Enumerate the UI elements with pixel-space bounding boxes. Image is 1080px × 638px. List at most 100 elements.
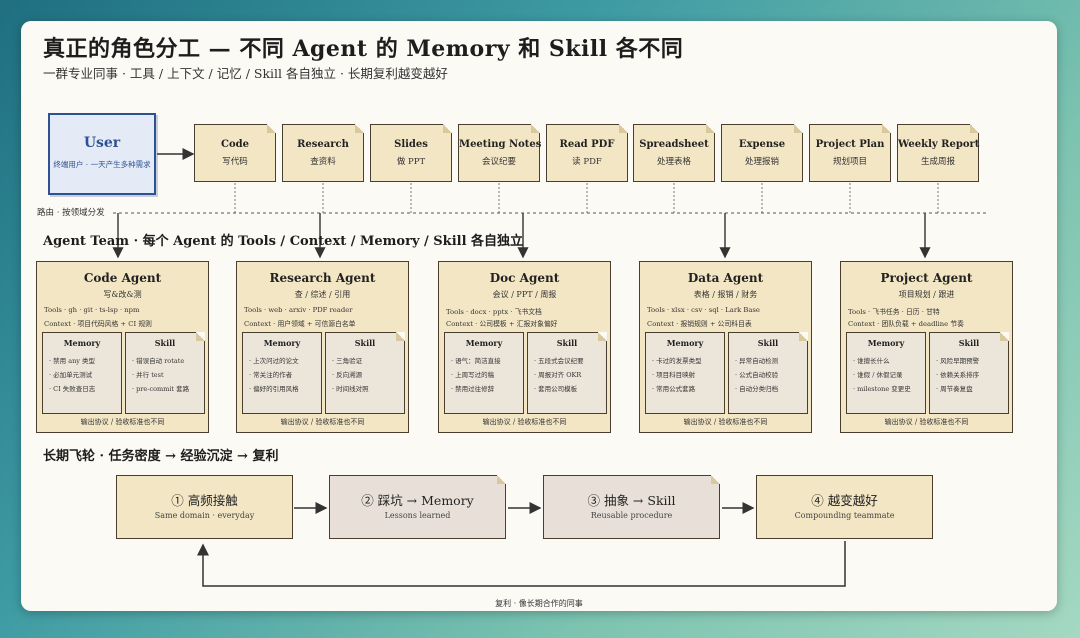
flywheel-title: 长期飞轮 · 任务密度 → 经验沉淀 → 复利 bbox=[43, 449, 279, 464]
memory-title: Memory bbox=[63, 338, 101, 348]
task-weekly-report: Weekly Report 生成周报 bbox=[897, 124, 979, 182]
skill-item: · pre-commit 套路 bbox=[132, 385, 190, 393]
memory-item: · CI 失败查日志 bbox=[49, 385, 96, 393]
memory-title: Memory bbox=[867, 338, 905, 348]
task-spreadsheet: Spreadsheet 处理表格 bbox=[633, 124, 715, 182]
task-title: Meeting Notes bbox=[459, 139, 542, 150]
agent-name: Project Agent bbox=[880, 271, 973, 285]
agent-card-doc: Doc Agent 会议 / PPT / 周报 Tools · docx · p… bbox=[438, 261, 611, 433]
agent-tools: Tools · gh · git · ts-lsp · npm bbox=[44, 306, 140, 314]
agent-tools: Tools · 飞书任务 · 日历 · 甘特 bbox=[848, 308, 940, 316]
skill-item: · 异常自动检测 bbox=[735, 357, 779, 365]
agent-name: Doc Agent bbox=[489, 271, 560, 285]
agent-role: 项目规划 / 跟进 bbox=[898, 290, 955, 299]
agent-context: Context · 报销规则 + 公司科目表 bbox=[647, 320, 752, 328]
memory-item: · 谁假 / 休假记录 bbox=[853, 371, 903, 379]
task-title: Project Plan bbox=[815, 139, 885, 150]
agent-footer: 输出协议 / 验收标准也不同 bbox=[80, 418, 165, 426]
agent-tools: Tools · xlsx · csv · sql · Lark Base bbox=[647, 306, 760, 314]
skill-item: · 套用公司模板 bbox=[534, 385, 578, 393]
task-sub: 处理表格 bbox=[656, 157, 691, 167]
agent-footer: 输出协议 / 验收标准也不同 bbox=[683, 418, 768, 426]
route-label: 路由 · 按领域分发 bbox=[37, 208, 105, 218]
step-title: ③ 抽象 → Skill bbox=[587, 493, 676, 508]
task-sub: 做 PPT bbox=[396, 157, 426, 167]
agent-tools: Tools · web · arxiv · PDF reader bbox=[244, 306, 353, 314]
page-title: 真正的角色分工 — 不同 Agent 的 Memory 和 Skill 各不同 bbox=[43, 36, 684, 62]
task-title: Weekly Report bbox=[898, 139, 980, 150]
skill-item: · 周报对齐 OKR bbox=[534, 371, 582, 379]
skill-item: · 三角验证 bbox=[332, 357, 363, 365]
task-meeting-notes: Meeting Notes 会议纪要 bbox=[458, 124, 542, 182]
task-title: Spreadsheet bbox=[639, 139, 709, 150]
task-project-plan: Project Plan 规划项目 bbox=[809, 124, 891, 182]
flywheel-step-high-frequency: ① 高频接触 Same domain · everyday bbox=[116, 475, 293, 539]
skill-item: · 自动分类归档 bbox=[735, 385, 779, 393]
step-title: ④ 越变越好 bbox=[811, 493, 878, 508]
flywheel-step-memory: ② 踩坑 → Memory Lessons learned bbox=[329, 475, 506, 539]
agent-role: 会议 / PPT / 周报 bbox=[492, 290, 557, 299]
task-title: Code bbox=[221, 139, 249, 150]
flywheel-step-compounding: ④ 越变越好 Compounding teammate bbox=[756, 475, 933, 539]
agent-role: 表格 / 报销 / 财务 bbox=[693, 290, 758, 299]
user-title: User bbox=[83, 135, 121, 151]
page-subtitle: 一群专业同事 · 工具 / 上下文 / 记忆 / Skill 各自独立 · 长期… bbox=[43, 66, 448, 81]
memory-panel: Memory · 谁擅长什么 · 谁假 / 休假记录 · milestone 变… bbox=[846, 332, 926, 414]
skill-title: Skill bbox=[354, 338, 376, 348]
skill-panel: Skill · 三角验证 · 反向溯源 · 时间线对照 bbox=[325, 332, 405, 414]
connector-lines bbox=[112, 148, 987, 587]
skill-item: · 时间线对照 bbox=[332, 385, 369, 393]
flywheel-step-skill: ③ 抽象 → Skill Reusable procedure bbox=[543, 475, 720, 539]
memory-item: · milestone 变更史 bbox=[853, 385, 911, 393]
skill-item: · 风险早期预警 bbox=[936, 357, 980, 365]
skill-item: · 并行 test bbox=[132, 371, 164, 379]
memory-item: · 谁擅长什么 bbox=[853, 357, 890, 365]
task-code: Code 写代码 bbox=[194, 124, 276, 182]
memory-item: · 常关注的作者 bbox=[249, 371, 293, 379]
memory-panel: Memory · 卡过的发票类型 · 项目科目映射 · 常用公式套路 bbox=[645, 332, 725, 414]
step-sub: Compounding teammate bbox=[794, 511, 895, 520]
skill-item: · 依赖关系排序 bbox=[936, 371, 980, 379]
step-sub: Lessons learned bbox=[384, 511, 451, 520]
skill-panel: Skill · 五段式会议纪要 · 周报对齐 OKR · 套用公司模板 bbox=[527, 332, 607, 414]
memory-item: · 禁用 any 类型 bbox=[49, 357, 95, 365]
agent-footer: 输出协议 / 验收标准也不同 bbox=[482, 418, 567, 426]
task-sub: 会议纪要 bbox=[481, 157, 516, 167]
agent-context: Context · 用户领域 + 可信源白名单 bbox=[244, 320, 356, 328]
memory-item: · 语气：简洁直接 bbox=[451, 357, 501, 365]
step-sub: Same domain · everyday bbox=[154, 511, 255, 520]
skill-panel: Skill · 风险早期预警 · 依赖关系排序 · 周节奏复盘 bbox=[929, 332, 1009, 414]
memory-item: · 项目科目映射 bbox=[652, 371, 696, 379]
task-title: Research bbox=[297, 139, 349, 150]
task-sub: 查资料 bbox=[310, 157, 336, 167]
skill-item: · 错误自动 rotate bbox=[132, 357, 185, 365]
user-box: User 终端用户 · 一天产生多种需求 bbox=[48, 113, 156, 195]
skill-title: Skill bbox=[958, 338, 980, 348]
step-title: ② 踩坑 → Memory bbox=[361, 493, 474, 508]
skill-title: Skill bbox=[757, 338, 779, 348]
agent-role: 写&改&测 bbox=[103, 290, 142, 299]
task-research: Research 查资料 bbox=[282, 124, 364, 182]
task-expense: Expense 处理报销 bbox=[721, 124, 803, 182]
agent-card-project: Project Agent 项目规划 / 跟进 Tools · 飞书任务 · 日… bbox=[840, 261, 1013, 433]
agent-footer: 输出协议 / 验收标准也不同 bbox=[280, 418, 365, 426]
skill-panel: Skill · 错误自动 rotate · 并行 test · pre-comm… bbox=[125, 332, 205, 414]
skill-item: · 周节奏复盘 bbox=[936, 385, 973, 393]
memory-title: Memory bbox=[263, 338, 301, 348]
memory-item: · 上周写过的稿 bbox=[451, 371, 495, 379]
agent-context: Context · 项目代码风格 + CI 规则 bbox=[44, 320, 152, 328]
memory-panel: Memory · 语气：简洁直接 · 上周写过的稿 · 禁用过往修辞 bbox=[444, 332, 524, 414]
skill-item: · 反向溯源 bbox=[332, 371, 363, 379]
skill-panel: Skill · 异常自动检测 · 公式自动校验 · 自动分类归档 bbox=[728, 332, 808, 414]
task-sub: 规划项目 bbox=[832, 157, 867, 167]
agent-card-data: Data Agent 表格 / 报销 / 财务 Tools · xlsx · c… bbox=[639, 261, 812, 433]
skill-item: · 公式自动校验 bbox=[735, 371, 779, 379]
skill-title: Skill bbox=[154, 338, 176, 348]
task-slides: Slides 做 PPT bbox=[370, 124, 452, 182]
memory-item: · 上次问过的论文 bbox=[249, 357, 299, 365]
memory-item: · 卡过的发票类型 bbox=[652, 357, 702, 365]
agent-tools: Tools · docx · pptx · 飞书文档 bbox=[446, 308, 542, 316]
task-read-pdf: Read PDF 读 PDF bbox=[546, 124, 628, 182]
agent-context: Context · 团队负载 + deadline 节奏 bbox=[848, 320, 964, 328]
memory-item: · 偏好的引用风格 bbox=[249, 385, 299, 393]
